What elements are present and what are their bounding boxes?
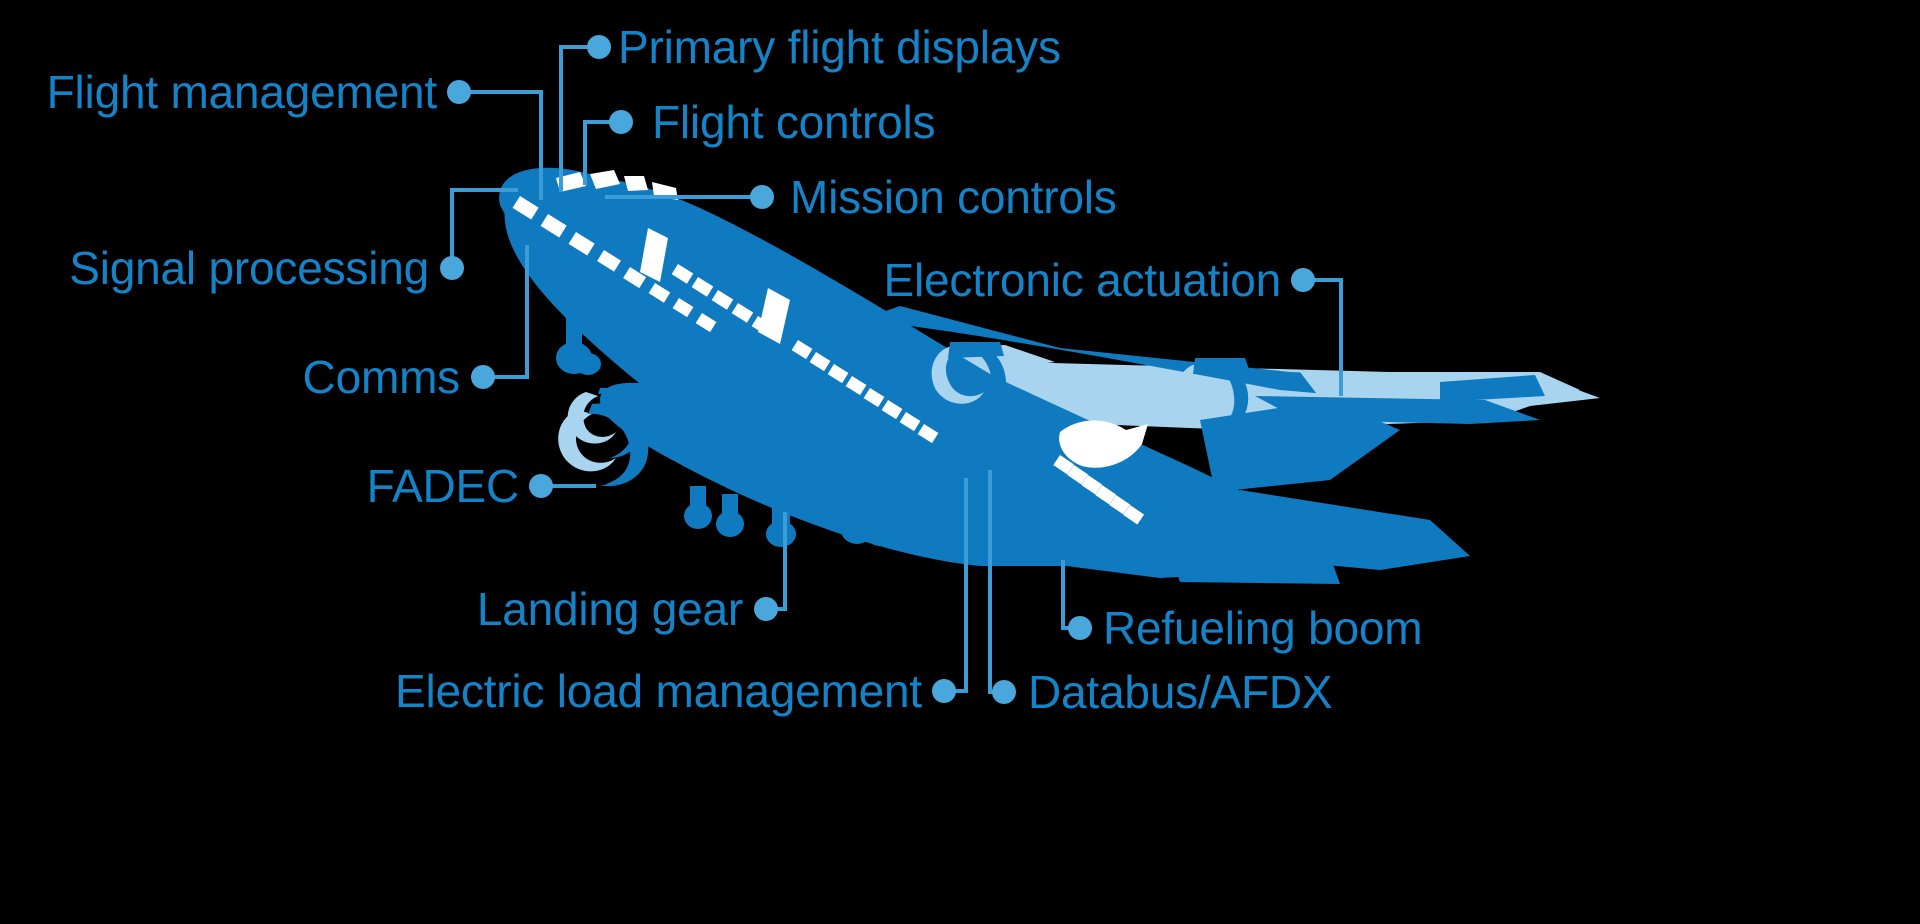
engine-2 (567, 387, 644, 458)
callout-label-databus-afdx[interactable]: Databus/AFDX (1028, 666, 1333, 718)
callout-label-signal-processing[interactable]: Signal processing (69, 242, 429, 294)
callout-label-fadec[interactable]: FADEC (366, 460, 520, 512)
nose-landing-gear (556, 318, 601, 375)
callout-label-electronic-actuation[interactable]: Electronic actuation (883, 254, 1282, 306)
engine-3 (931, 341, 1007, 423)
callout-label-flight-management[interactable]: Flight management (46, 66, 438, 118)
callout-label-landing-gear[interactable]: Landing gear (476, 583, 743, 635)
callout-label-mission-controls[interactable]: Mission controls (790, 171, 1117, 223)
callout-label-flight-controls[interactable]: Flight controls (652, 96, 936, 148)
callout-label-electric-load-management[interactable]: Electric load management (394, 665, 922, 717)
callout-label-comms[interactable]: Comms (302, 351, 461, 403)
window-row-rear (1053, 455, 1145, 525)
window-row-lower (671, 264, 939, 444)
window-row-upper (512, 195, 717, 333)
vertical-fin (1200, 400, 1400, 492)
callout-label-primary-flight-displays[interactable]: Primary flight displays (618, 21, 1061, 73)
engine-4 (1177, 358, 1250, 435)
airline-bird-logo (1059, 420, 1148, 468)
tail-tip (1440, 375, 1545, 402)
callout-label-refueling-boom[interactable]: Refueling boom (1103, 602, 1423, 654)
